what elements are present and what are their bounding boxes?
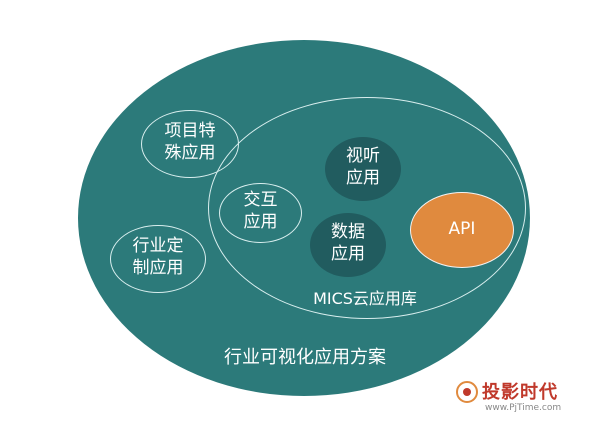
- interactive-application-label: 交互 应用: [219, 189, 302, 233]
- api-node: [410, 192, 514, 268]
- av-application-label: 视听 应用: [325, 145, 401, 189]
- interactive-application-node: [219, 183, 302, 243]
- watermark-url-text: www.PjTime.com: [485, 403, 562, 413]
- mics-cloud-library-ellipse: [208, 97, 526, 319]
- industry-visualization-label: 行业可视化应用方案: [224, 347, 386, 368]
- av-application-node: [325, 137, 401, 201]
- special-application-node: [141, 110, 239, 178]
- api-label: API: [448, 219, 476, 239]
- data-application-line1: 数据: [331, 222, 365, 242]
- special-application-label: 项目特 殊应用: [141, 120, 239, 164]
- av-application-line2: 应用: [346, 168, 380, 189]
- data-application-line2: 应用: [331, 244, 365, 265]
- projector-logo-icon: [456, 381, 478, 403]
- watermark-brand-text: 投影时代: [482, 382, 558, 403]
- data-application-label: 数据 应用: [310, 221, 386, 265]
- custom-application-line2: 制应用: [132, 258, 184, 279]
- custom-application-line1: 行业定: [132, 236, 184, 256]
- custom-application-label: 行业定 制应用: [110, 235, 206, 279]
- av-application-line1: 视听: [346, 146, 380, 166]
- special-application-line2: 殊应用: [164, 143, 216, 164]
- data-application-node: [310, 213, 386, 277]
- mics-cloud-library-label: MICS云应用库: [313, 289, 417, 308]
- special-application-line1: 项目特: [164, 121, 216, 141]
- interactive-application-line2: 应用: [243, 212, 278, 233]
- interactive-application-line1: 交互: [243, 190, 278, 210]
- custom-application-node: [110, 225, 206, 293]
- pjtime-watermark-logo: 投影时代 www.PjTime.com: [455, 378, 585, 420]
